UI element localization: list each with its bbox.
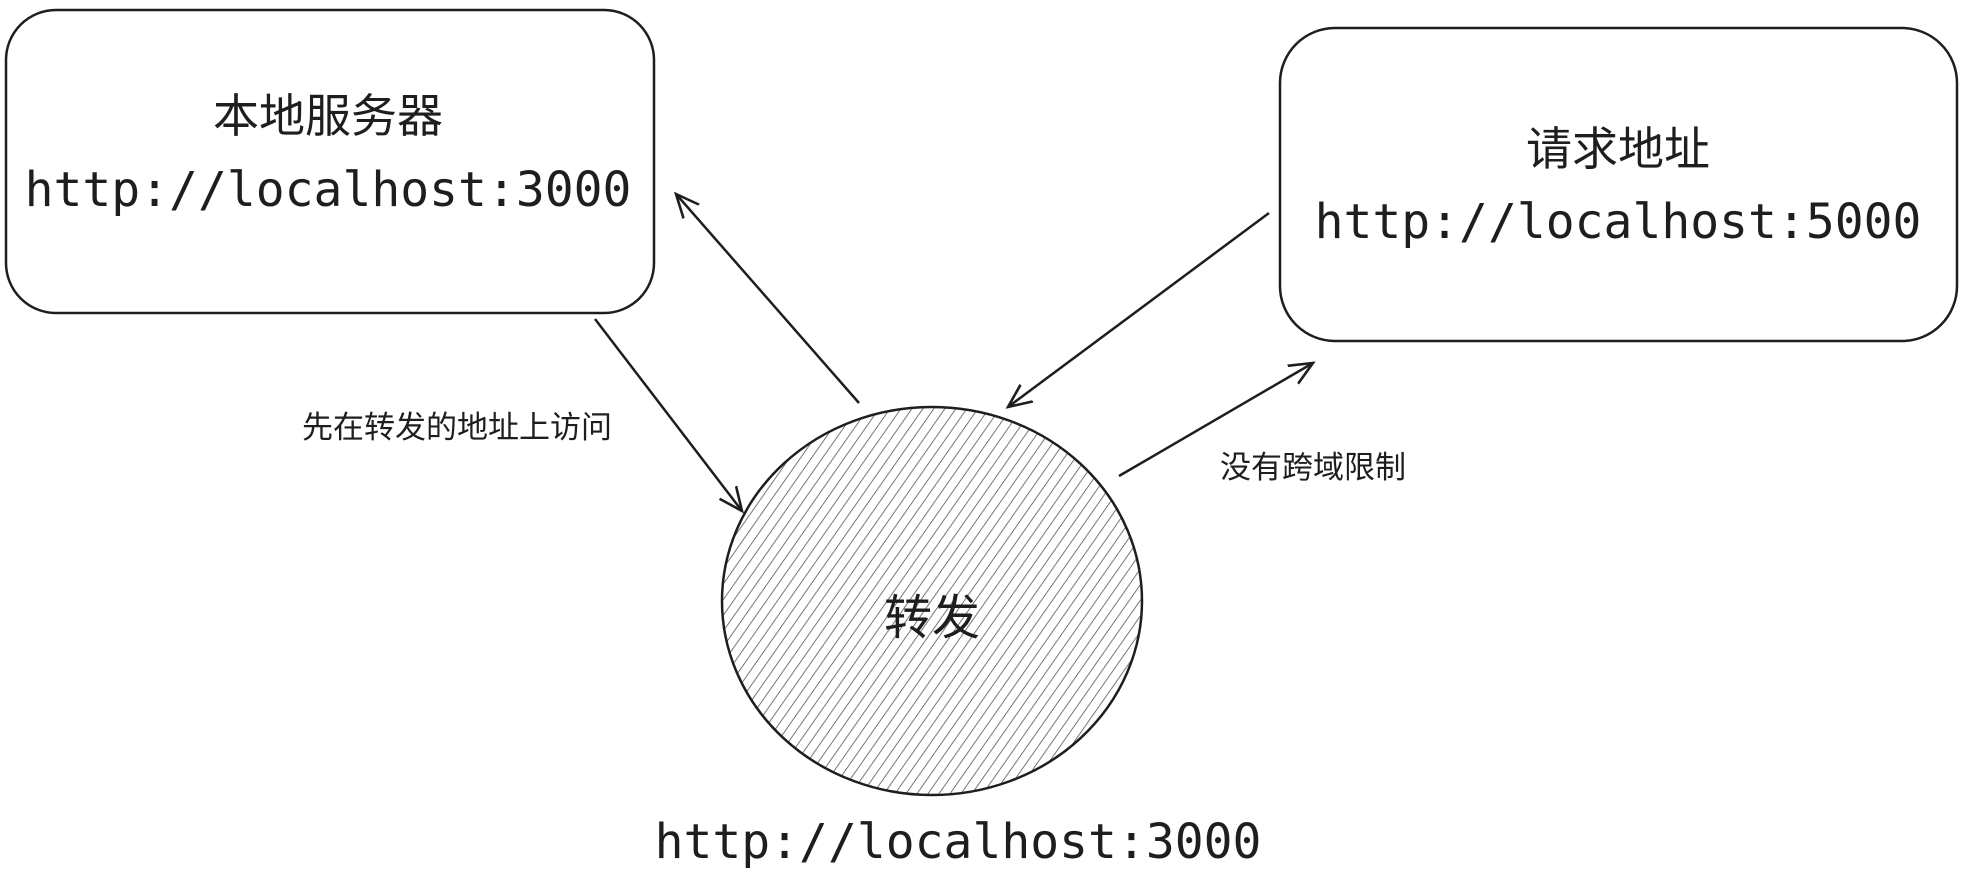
local-server-box[interactable]: 本地服务器 http://localhost:3000 [4, 8, 656, 315]
target-url: http://localhost:5000 [1315, 194, 1922, 250]
edge-label-proxy-to-target: 没有跨域限制 [1220, 450, 1406, 486]
proxy-node[interactable]: 转发 [720, 405, 1144, 797]
arrow-proxy-to-local [676, 194, 860, 404]
target-title: 请求地址 [1526, 122, 1710, 176]
arrow-proxy-to-target [1118, 363, 1313, 478]
local-server-title: 本地服务器 [213, 89, 443, 143]
proxy-url: http://localhost:3000 [655, 814, 1262, 870]
arrow-local-to-proxy [594, 318, 742, 511]
proxy-title: 转发 [884, 590, 980, 646]
edge-label-local-to-proxy: 先在转发的地址上访问 [302, 410, 612, 446]
target-box[interactable]: 请求地址 http://localhost:5000 [1278, 26, 1959, 343]
local-server-url: http://localhost:3000 [25, 162, 632, 218]
arrow-target-to-proxy [1008, 211, 1270, 407]
